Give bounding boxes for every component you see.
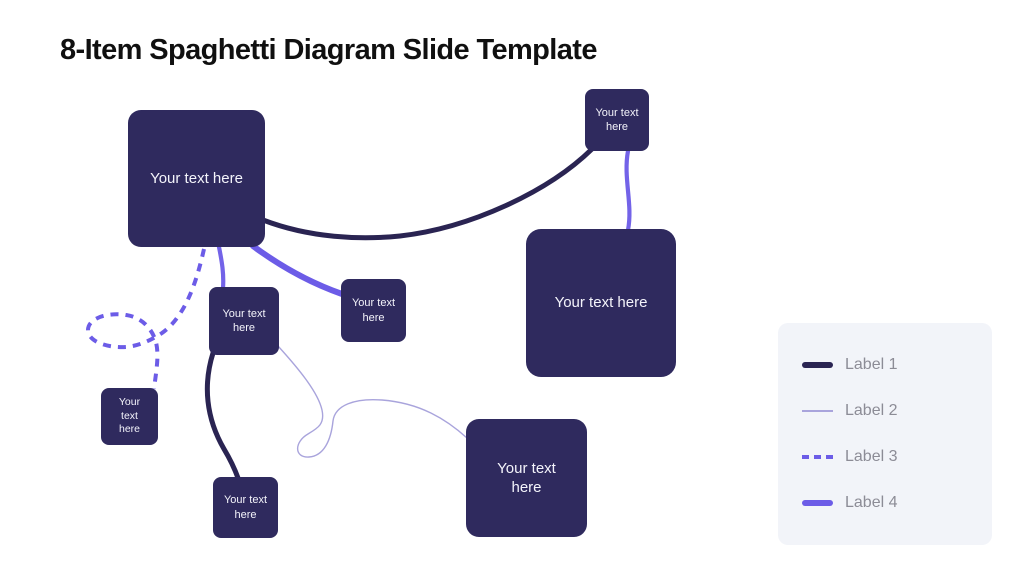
legend-label: Label 4 bbox=[845, 494, 898, 511]
legend-item-label2: Label 2 bbox=[802, 399, 972, 423]
node-mid-right-large[interactable]: Your text here bbox=[526, 229, 676, 377]
node-top-left-large[interactable]: Your text here bbox=[128, 110, 265, 247]
connector-label4-diagonal bbox=[250, 243, 345, 297]
legend-panel: Label 1 Label 2 Label 3 Label 4 bbox=[778, 323, 992, 545]
legend-item-label4: Label 4 bbox=[802, 491, 972, 515]
legend-item-label1: Label 1 bbox=[802, 353, 972, 377]
legend-swatch-thick-purple-line bbox=[802, 500, 833, 506]
node-mid-left-small[interactable]: Your text here bbox=[209, 287, 279, 355]
legend-swatch-thin-light-line bbox=[802, 410, 833, 412]
legend-swatch-thick-dark-line bbox=[802, 362, 833, 368]
legend-label: Label 1 bbox=[845, 356, 898, 373]
connector-label4-short bbox=[216, 244, 226, 291]
connector-label1-top bbox=[260, 146, 595, 241]
node-top-small[interactable]: Your text here bbox=[585, 89, 649, 151]
connector-label4-vertical bbox=[624, 148, 632, 233]
connector-label3-looped bbox=[85, 248, 206, 390]
node-bottom-small[interactable]: Your text here bbox=[213, 477, 278, 538]
node-left-tiny[interactable]: Your text here bbox=[101, 388, 158, 445]
legend-swatch-dashed-purple-line bbox=[802, 455, 833, 459]
legend-item-label3: Label 3 bbox=[802, 445, 972, 469]
connector-label2-looped bbox=[277, 345, 468, 458]
slide-title: 8-Item Spaghetti Diagram Slide Template bbox=[60, 34, 597, 66]
legend-label: Label 3 bbox=[845, 448, 898, 465]
connector-label1-left bbox=[204, 350, 241, 481]
legend-label: Label 2 bbox=[845, 402, 898, 419]
node-center-small[interactable]: Your text here bbox=[341, 279, 406, 342]
node-bottom-center[interactable]: Your text here bbox=[466, 419, 587, 537]
